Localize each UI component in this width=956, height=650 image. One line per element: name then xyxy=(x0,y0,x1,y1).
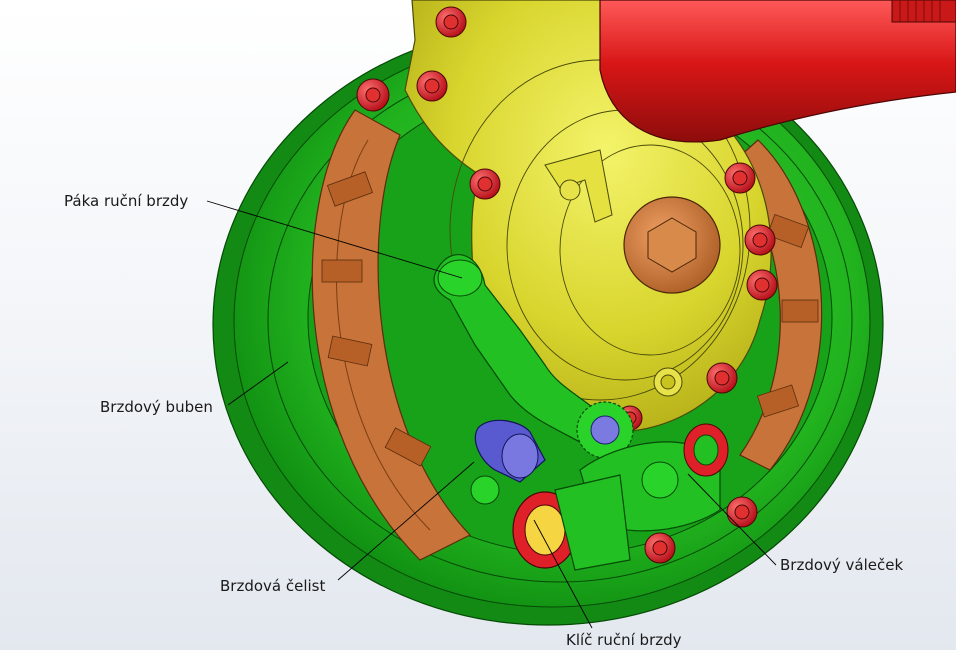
label-brake-drum: Brzdový buben xyxy=(100,398,213,416)
label-wheel-cylinder: Brzdový váleček xyxy=(780,556,904,574)
bolt-icon xyxy=(746,269,778,301)
mounting-bolts xyxy=(356,6,778,564)
brake-shoe xyxy=(311,109,823,561)
bolt-icon xyxy=(356,78,390,112)
bolt-icon xyxy=(469,168,501,200)
bolt-icon xyxy=(416,70,448,102)
leader-lines xyxy=(206,200,777,629)
label-handbrake-lever: Páka ruční brzdy xyxy=(64,192,189,210)
bolt-icon xyxy=(435,6,467,38)
bolt-icon xyxy=(726,496,758,528)
bolt-icon xyxy=(706,362,738,394)
adjuster-gear xyxy=(576,401,634,459)
axle-tube xyxy=(599,0,956,143)
label-brake-shoe: Brzdová čelist xyxy=(220,577,326,595)
bolt-icon xyxy=(644,532,676,564)
hub-nut xyxy=(623,196,721,294)
wheel-cylinder xyxy=(470,423,729,571)
label-handbrake-key: Klíč ruční brzdy xyxy=(566,631,682,649)
handbrake-key xyxy=(474,419,546,483)
bolt-icon xyxy=(724,162,756,194)
bolt-icon xyxy=(744,224,776,256)
